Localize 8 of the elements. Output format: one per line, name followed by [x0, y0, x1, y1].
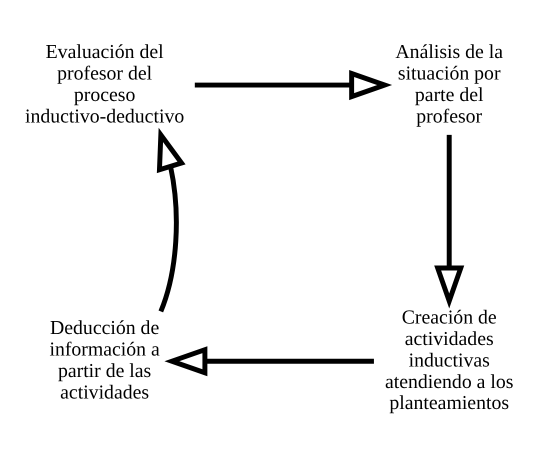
node-text: Deducción de información a partir de las actividades [49, 316, 160, 403]
arrow [156, 127, 186, 312]
arrow [164, 346, 374, 376]
arrow [194, 70, 392, 100]
node-text: Evaluación del profesor del proceso inductivo-deductivo [25, 40, 184, 127]
node-text: Creación de actividades inductivas atendiendo a los planteamientos [384, 306, 514, 414]
arrow [434, 134, 464, 308]
node-text: Análisis de la situación por parte del profesor [395, 40, 504, 127]
